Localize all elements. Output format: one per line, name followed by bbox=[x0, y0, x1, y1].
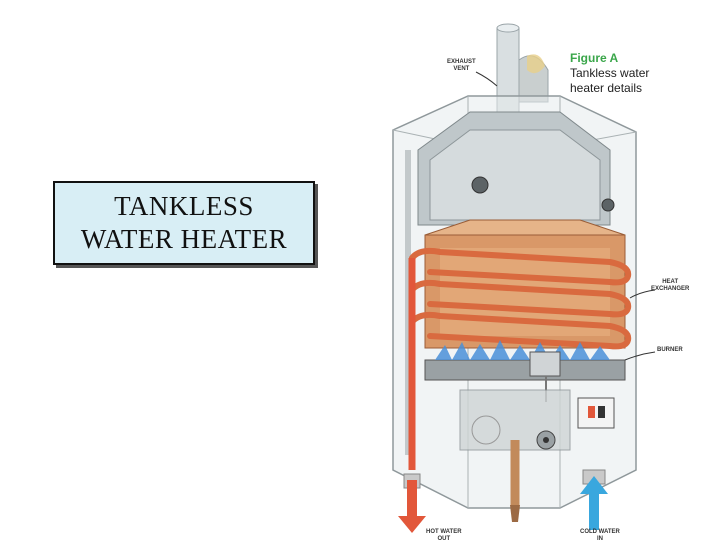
title-line-2: WATER HEATER bbox=[80, 224, 288, 254]
title-box: TANKLESS WATER HEATER bbox=[53, 181, 315, 265]
figure-caption: Figure A Tankless water heater details bbox=[570, 51, 649, 96]
burner-flames bbox=[435, 340, 610, 360]
title-line-1: TANKLESS bbox=[114, 191, 254, 221]
exhaust-vent bbox=[496, 23, 549, 113]
cold-water-in-label: COLD WATER IN bbox=[580, 529, 620, 542]
figure-caption-line-1: Tankless water bbox=[570, 66, 650, 80]
cold-water-arrow-icon bbox=[580, 476, 608, 530]
flue-hood bbox=[417, 111, 615, 226]
gas-inlet-pipe bbox=[510, 440, 520, 522]
figure-label: Figure A bbox=[570, 51, 619, 65]
figure-caption-line-2: heater details bbox=[570, 81, 643, 95]
exhaust-vent-label: EXHAUST VENT bbox=[447, 59, 476, 72]
callout-leaders bbox=[475, 71, 656, 361]
hot-water-out-label: HOT WATER OUT bbox=[426, 529, 462, 542]
burner-label: BURNER bbox=[657, 347, 683, 353]
exchanger-coils bbox=[409, 247, 632, 350]
burner bbox=[424, 340, 626, 402]
hot-water-arrow-icon bbox=[398, 480, 426, 533]
heat-exchanger-label: HEAT EXCHANGER bbox=[651, 279, 690, 292]
